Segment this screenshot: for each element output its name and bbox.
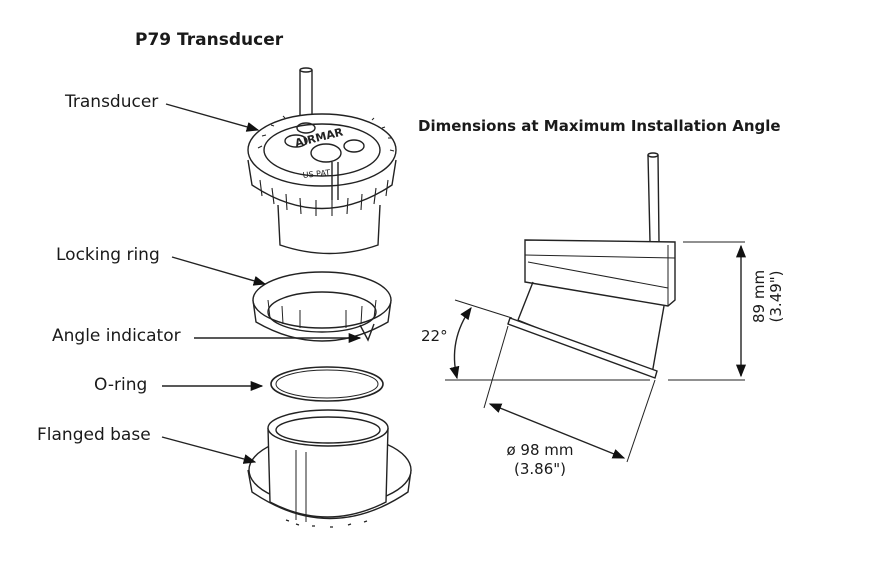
height-mm: 89 mm bbox=[750, 269, 768, 323]
angle-reference-line bbox=[454, 299, 513, 319]
locking-ring-drawing bbox=[252, 271, 392, 342]
diameter-in: (3.86") bbox=[513, 460, 566, 478]
o-ring-drawing bbox=[270, 366, 384, 402]
right-title: Dimensions at Maximum Installation Angle bbox=[418, 117, 781, 135]
flanged-base-leader bbox=[161, 436, 257, 464]
angle-arc bbox=[449, 306, 472, 380]
transducer-drawing bbox=[247, 67, 397, 255]
height-in: (3.49") bbox=[767, 270, 785, 323]
angle-indicator-mark bbox=[359, 323, 375, 342]
locking-ring-leader bbox=[171, 256, 267, 286]
left-title: P79 Transducer bbox=[135, 30, 284, 50]
housing-patent-text: US PAT bbox=[302, 168, 330, 180]
transducer-leader bbox=[165, 103, 260, 132]
diameter-extension-right bbox=[626, 379, 656, 463]
height-label: 89 mm (3.49") bbox=[750, 269, 785, 323]
diameter-extension-left bbox=[483, 325, 509, 409]
angle-label: 22° bbox=[421, 327, 448, 345]
label-flanged-base: Flanged base bbox=[37, 425, 151, 445]
label-o-ring: O-ring bbox=[94, 375, 148, 395]
flanged-base-drawing bbox=[247, 409, 412, 528]
label-angle-indicator: Angle indicator bbox=[52, 326, 181, 346]
diameter-label: ø 98 mm (3.86") bbox=[495, 441, 585, 479]
installed-transducer-drawing bbox=[507, 152, 676, 379]
diameter-dimension-line bbox=[488, 403, 626, 459]
label-locking-ring: Locking ring bbox=[56, 245, 160, 265]
label-transducer: Transducer bbox=[65, 92, 159, 112]
diameter-mm: ø 98 mm bbox=[506, 441, 574, 459]
